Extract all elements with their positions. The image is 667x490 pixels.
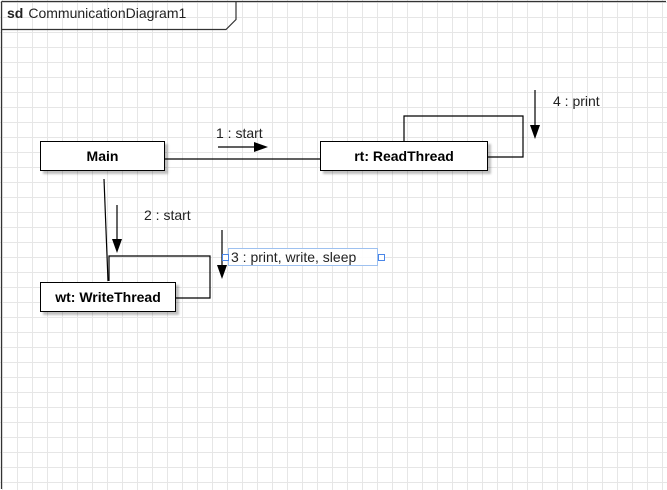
self-link-writethread[interactable] — [108, 255, 211, 299]
link-main-writethread[interactable] — [103, 178, 109, 282]
lifeline-main[interactable]: Main — [40, 141, 165, 171]
message-2-label[interactable]: 2 : start — [144, 207, 191, 223]
lifeline-readthread-label: rt: ReadThread — [354, 148, 454, 164]
message-1-arrowhead — [254, 142, 268, 152]
message-3-arrowhead — [217, 265, 227, 279]
message-2-arrowhead — [112, 239, 122, 253]
message-1-label[interactable]: 1 : start — [216, 125, 263, 141]
message-4-arrowhead — [530, 125, 540, 139]
lifeline-writethread-label: wt: WriteThread — [55, 289, 161, 305]
frame-keyword: sd — [7, 5, 24, 21]
lifeline-readthread[interactable]: rt: ReadThread — [320, 141, 488, 171]
lifeline-writethread[interactable]: wt: WriteThread — [40, 282, 176, 312]
selection-handle-right[interactable] — [378, 254, 385, 261]
frame-tab-outline — [1, 1, 237, 31]
message-3-label[interactable]: 3 : print, write, sleep — [228, 248, 378, 266]
frame-name: CommunicationDiagram1 — [28, 5, 187, 21]
self-link-readthread[interactable] — [403, 115, 524, 158]
lifeline-main-label: Main — [86, 148, 119, 164]
selection-handle-left[interactable] — [222, 254, 229, 261]
message-4-label[interactable]: 4 : print — [553, 93, 600, 109]
